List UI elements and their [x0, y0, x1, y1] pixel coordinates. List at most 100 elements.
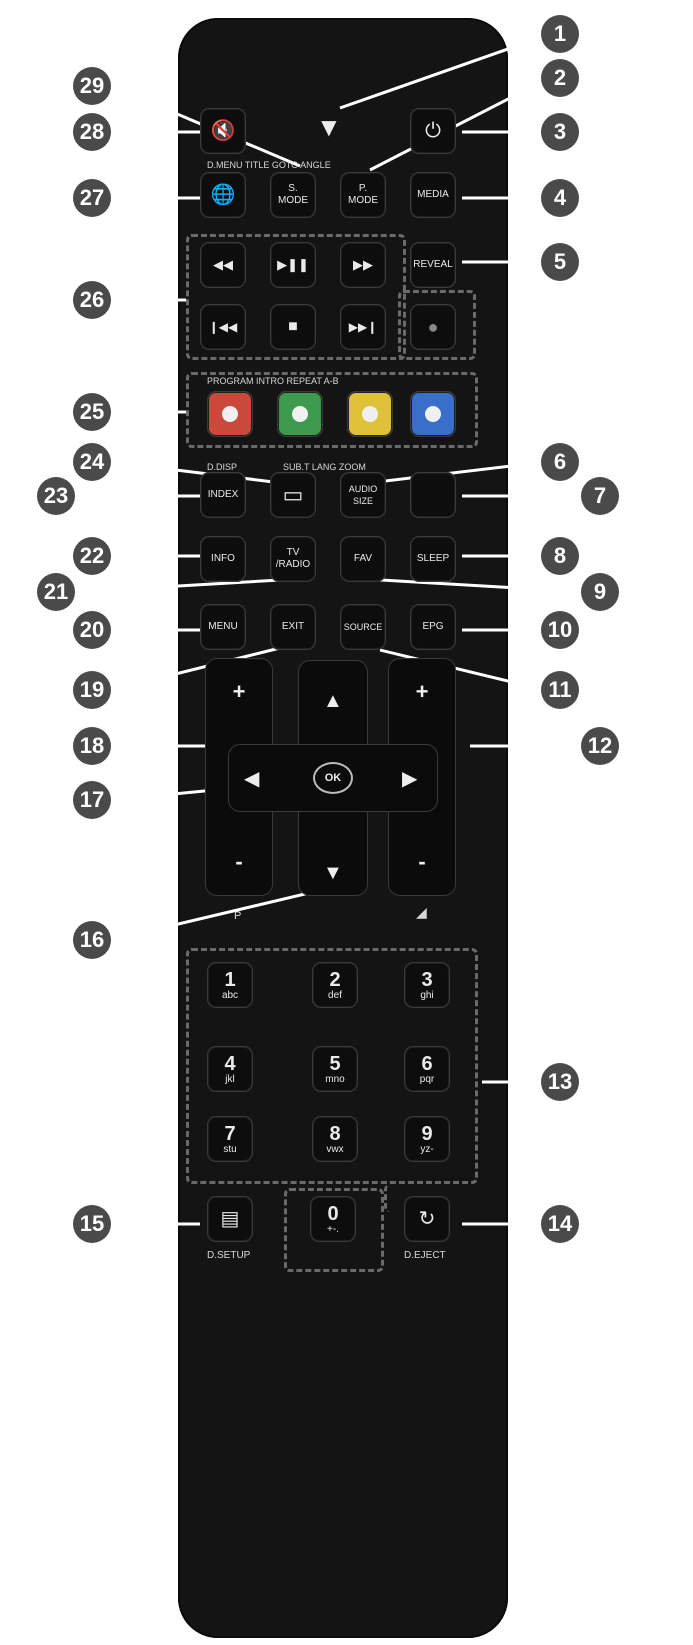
- epg-button[interactable]: EPG: [410, 604, 456, 650]
- d-disp-label: D.DISP: [207, 462, 238, 472]
- exit-button[interactable]: EXIT: [270, 604, 316, 650]
- index-label: INDEX: [207, 489, 239, 500]
- zero-group: [284, 1188, 384, 1272]
- s-mode-button[interactable]: S. MODE: [270, 172, 316, 218]
- power-button[interactable]: ⏻: [410, 108, 456, 154]
- callout-5: 5: [541, 243, 579, 281]
- callout-14: 14: [541, 1205, 579, 1243]
- callout-2: 2: [541, 59, 579, 97]
- previous-button[interactable]: ❙◀◀: [200, 304, 246, 350]
- num-digit: 6: [421, 1052, 433, 1075]
- globe-icon: 🌐: [210, 184, 236, 206]
- numpad-group: [186, 948, 478, 1184]
- reveal-button[interactable]: REVEAL: [410, 242, 456, 288]
- callout-29: 29: [73, 67, 111, 105]
- callout-20: 20: [73, 611, 111, 649]
- sleep-button[interactable]: SLEEP: [410, 536, 456, 582]
- callout-11: 11: [541, 671, 579, 709]
- callout-16: 16: [73, 921, 111, 959]
- blank-button[interactable]: [410, 472, 456, 518]
- source-button[interactable]: SOURCE: [340, 604, 386, 650]
- d-setup-button[interactable]: ▤: [207, 1196, 253, 1242]
- leader-line-9: [379, 578, 586, 594]
- language-button[interactable]: 🌐: [200, 172, 246, 218]
- stop-button[interactable]: ■: [270, 304, 316, 350]
- down-arrow-button[interactable]: ▼: [323, 862, 343, 884]
- callout-22: 22: [73, 537, 111, 575]
- volume-up-button[interactable]: +: [415, 679, 429, 704]
- callout-19: 19: [73, 671, 111, 709]
- blue-button[interactable]: [410, 391, 456, 437]
- num-digit: 0: [327, 1202, 339, 1225]
- play-pause-button[interactable]: ▶❚❚: [270, 242, 316, 288]
- stop-icon: ■: [288, 318, 298, 335]
- fav-label: FAV: [353, 553, 373, 564]
- red-button[interactable]: [207, 391, 253, 437]
- callout-24: 24: [73, 443, 111, 481]
- num-digit: 9: [421, 1122, 433, 1145]
- next-icon: ▶▶❙: [348, 320, 378, 334]
- d-eject-button[interactable]: ↻: [404, 1196, 450, 1242]
- red-dot-icon: [222, 406, 238, 422]
- up-arrow-button[interactable]: ▲: [323, 690, 343, 712]
- program-up-button[interactable]: +: [232, 679, 246, 704]
- p-mode-button[interactable]: P. MODE: [340, 172, 386, 218]
- fav-button[interactable]: FAV: [340, 536, 386, 582]
- green-button[interactable]: [277, 391, 323, 437]
- index-button[interactable]: INDEX: [200, 472, 246, 518]
- next-button[interactable]: ▶▶❙: [340, 304, 386, 350]
- callout-28: 28: [73, 113, 111, 151]
- media-button[interactable]: MEDIA: [410, 172, 456, 218]
- record-icon: ●: [427, 317, 439, 337]
- tv-radio-button[interactable]: TV /RADIO: [270, 536, 316, 582]
- callout-7: 7: [581, 477, 619, 515]
- fast-forward-button[interactable]: ▶▶: [340, 242, 386, 288]
- leader-line-21: [74, 578, 281, 594]
- callout-4: 4: [541, 179, 579, 217]
- callout-27: 27: [73, 179, 111, 217]
- ok-button[interactable]: OK: [313, 762, 353, 794]
- subtitle-button[interactable]: ▭: [270, 472, 316, 518]
- leader-line-11: [379, 648, 546, 692]
- info-button[interactable]: INFO: [200, 536, 246, 582]
- leader-line-24: [110, 460, 291, 486]
- power-icon: ⏻: [425, 120, 441, 142]
- info-label: INFO: [211, 553, 235, 564]
- num-digit: 1: [224, 968, 236, 991]
- num-letters: +-.: [327, 1223, 339, 1235]
- previous-icon: ❙◀◀: [208, 320, 238, 334]
- fast-forward-icon: ▶▶: [353, 257, 373, 272]
- green-dot-icon: [292, 406, 308, 422]
- tv-radio-label: TV /RADIO: [275, 547, 311, 570]
- num-button-0[interactable]: 0+-.: [310, 1196, 356, 1242]
- left-arrow-button[interactable]: ◀: [244, 768, 260, 790]
- rewind-button[interactable]: ◀◀: [200, 242, 246, 288]
- yellow-button[interactable]: [347, 391, 393, 437]
- mute-button[interactable]: 🔇: [200, 108, 246, 154]
- reveal-label: REVEAL: [413, 259, 453, 270]
- volume-down-button[interactable]: -: [418, 849, 426, 874]
- callout-8: 8: [541, 537, 579, 575]
- audio-size-button[interactable]: AUDIO SIZE: [340, 472, 386, 518]
- callout-15: 15: [73, 1205, 111, 1243]
- record-button[interactable]: ●: [410, 304, 456, 350]
- d-setup-icon: ▤: [220, 1208, 240, 1230]
- subtitle-icon: ▭: [282, 482, 304, 507]
- menu-button[interactable]: MENU: [200, 604, 246, 650]
- leader-line-19: [110, 646, 281, 692]
- callout-23: 23: [37, 477, 75, 515]
- num-letters: yz-: [420, 1143, 434, 1155]
- callout-13: 13: [541, 1063, 579, 1101]
- program-down-button[interactable]: -: [235, 849, 243, 874]
- leader-line-2: [369, 78, 546, 172]
- right-arrow-button[interactable]: ▶: [402, 768, 418, 790]
